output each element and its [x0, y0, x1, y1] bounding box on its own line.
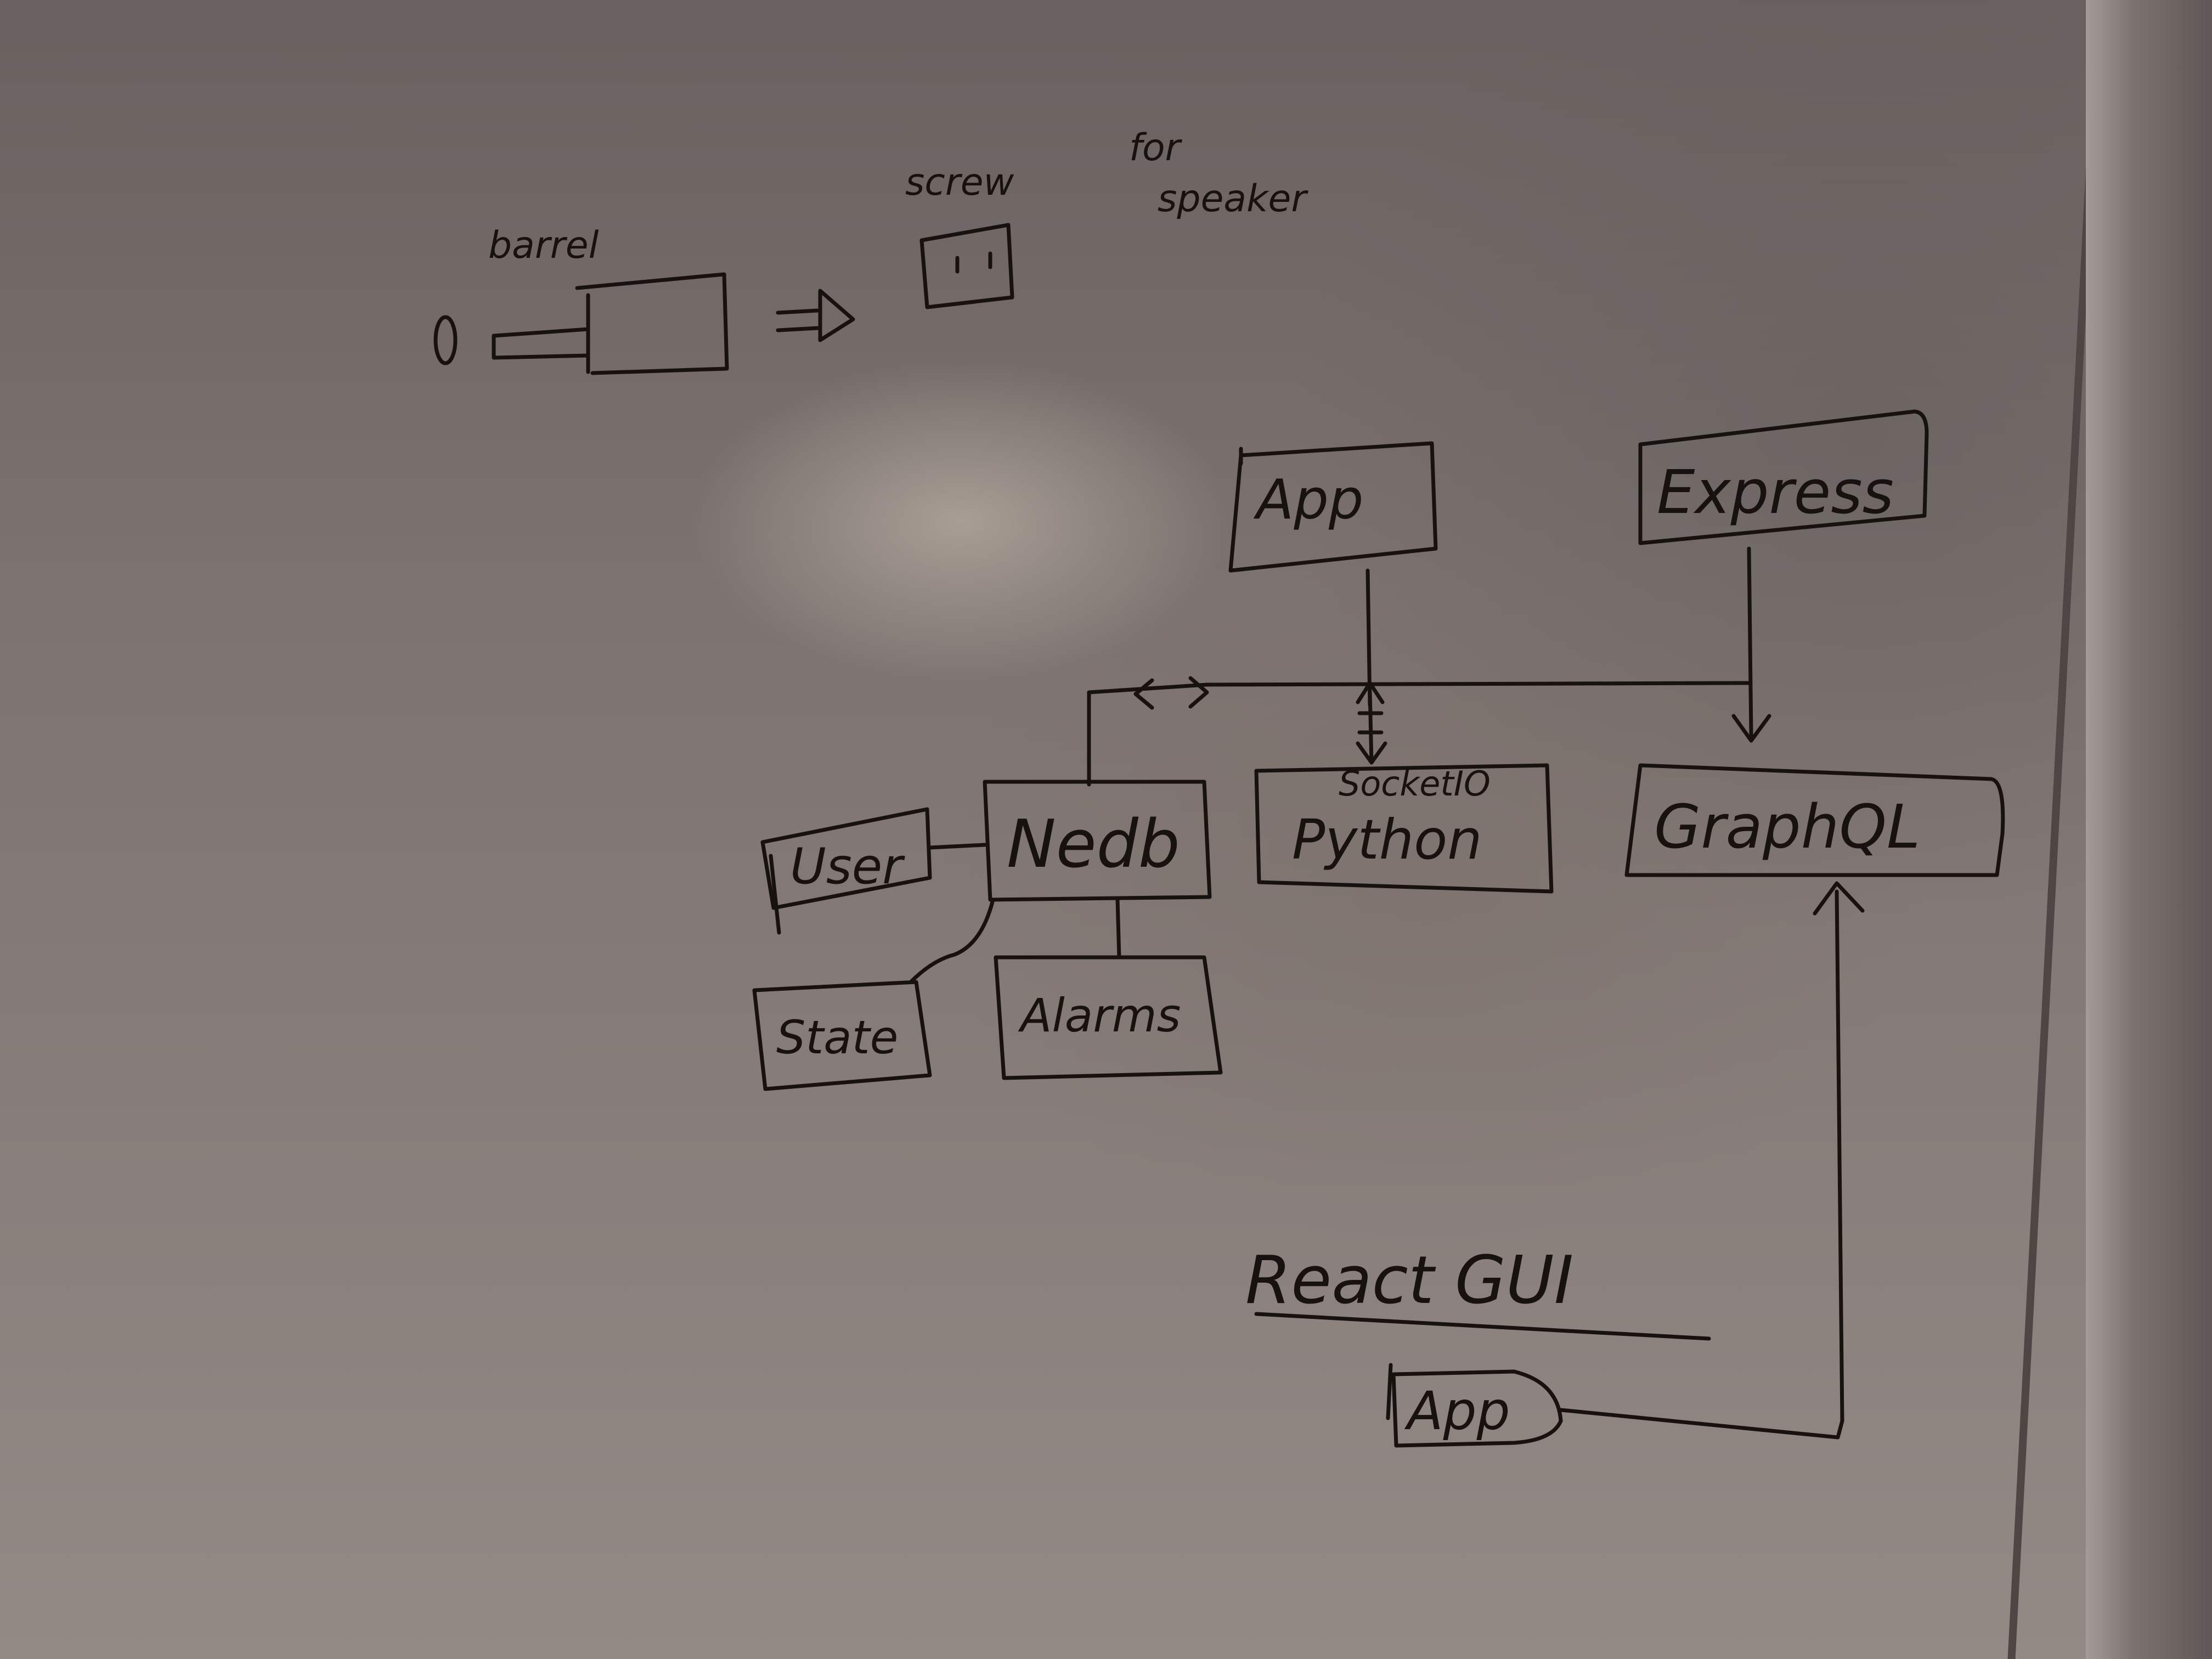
app-to-graphql-arrow	[1559, 881, 1865, 1440]
express-box	[1638, 409, 1929, 545]
react-gui-underline	[1254, 1312, 1711, 1341]
app-top-label: App	[1253, 467, 1363, 532]
python-label: Python	[1292, 808, 1482, 872]
implies-arrow	[776, 289, 855, 342]
react-gui-title: React GUI	[1245, 1243, 1573, 1319]
user-label: User	[790, 838, 905, 895]
express-to-graphql-arrow	[1731, 546, 1771, 743]
alarms-label: Alarms	[1018, 989, 1181, 1042]
barrel-label: barrel	[488, 224, 599, 267]
nedb-box	[983, 780, 1212, 902]
graphql-label: GraphQL	[1654, 792, 1920, 862]
horizontal-bus	[1087, 681, 1752, 695]
user-box	[760, 807, 932, 910]
screw-terminal-sketch	[919, 223, 1014, 309]
state-to-nedb-line	[909, 898, 995, 984]
express-label: Express	[1657, 457, 1894, 527]
screw-label: screw	[905, 161, 1014, 204]
python-box	[1254, 763, 1554, 894]
app-bottom-label: App	[1404, 1380, 1510, 1442]
state-box	[752, 980, 932, 1091]
bidirectional-marker	[1133, 676, 1209, 710]
app-bottom-box	[1391, 1369, 1563, 1448]
state-label: State	[776, 1011, 898, 1064]
nedb-label: Nedb	[1007, 806, 1180, 883]
socketio-label: SocketIO	[1339, 764, 1491, 804]
barrel-sketch	[433, 272, 729, 375]
speaker-label: speaker	[1158, 177, 1308, 221]
socketio-arrow	[1356, 681, 1387, 765]
app-top-box	[1228, 441, 1438, 573]
alarms-box	[994, 955, 1223, 1080]
alarms-to-nedb-line	[1115, 898, 1121, 960]
for-label: for	[1129, 126, 1183, 170]
graphql-box	[1624, 763, 2005, 877]
user-to-nedb-line	[928, 843, 987, 850]
whiteboard-frame-edge	[2086, 0, 2212, 1659]
